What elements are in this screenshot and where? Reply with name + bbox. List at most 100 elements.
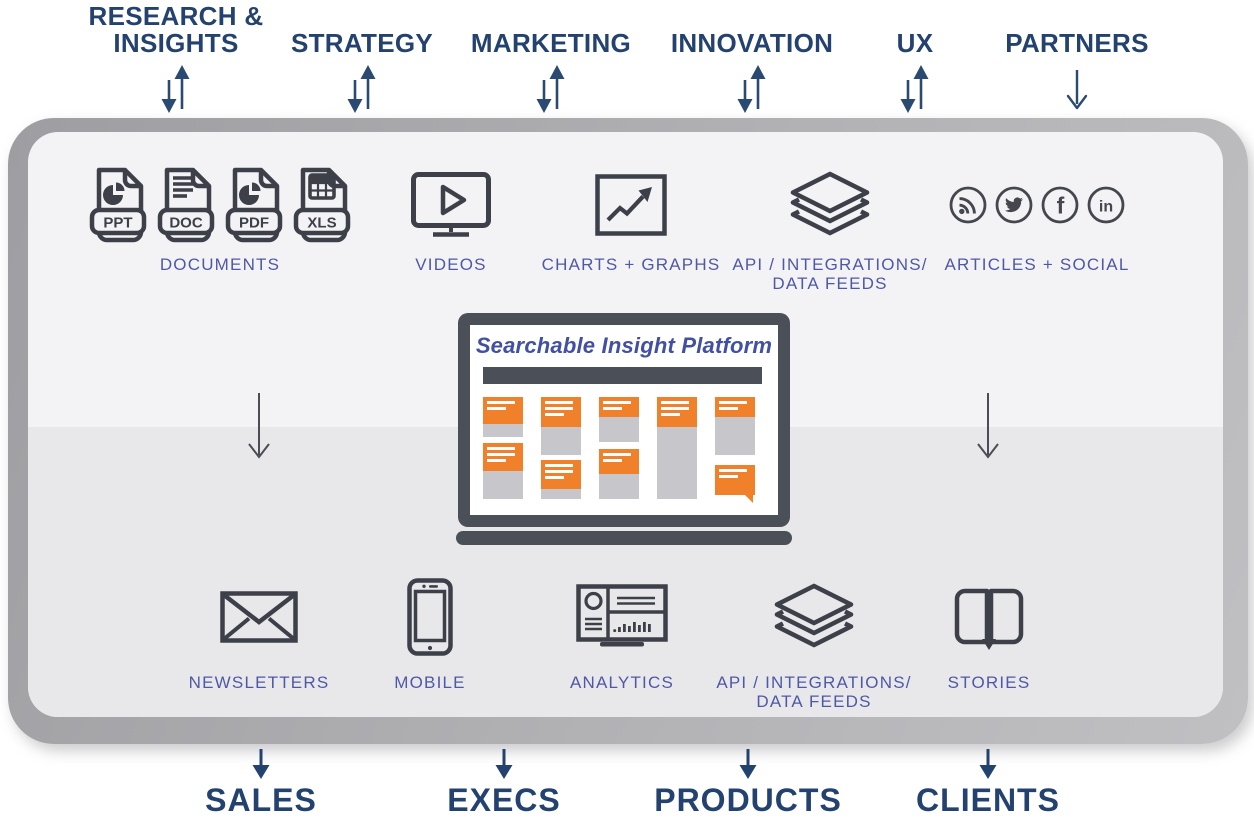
api-label-line: DATA FEEDS xyxy=(756,692,872,711)
down-arrow-icon xyxy=(979,749,997,779)
charts-label: CHARTS + GRAPHS xyxy=(541,255,721,274)
insight-cards xyxy=(483,397,778,503)
down-arrow-icon xyxy=(495,749,513,779)
api-top-label: API / INTEGRATIONS/ DATA FEEDS xyxy=(732,255,927,293)
down-arrow-icon xyxy=(1066,70,1088,110)
insight-card-orange xyxy=(483,397,523,432)
audience-execs: EXECS xyxy=(394,748,614,818)
api-bottom-label: API / INTEGRATIONS/ DATA FEEDS xyxy=(716,673,911,711)
platform-screen: Searchable Insight Platform xyxy=(470,325,778,515)
card-column xyxy=(599,397,639,499)
down-flow-arrow-left-icon xyxy=(248,393,270,459)
insight-card-orange xyxy=(599,397,639,417)
linkedin-glyph: in xyxy=(1099,199,1113,216)
video-player-icon xyxy=(411,172,491,237)
insight-card-gray xyxy=(541,427,581,455)
api-label-line: API / INTEGRATIONS/ xyxy=(732,255,928,274)
insight-card-gray xyxy=(483,471,523,499)
twitter-icon xyxy=(995,186,1033,224)
channel-label-line: MARKETING xyxy=(470,28,632,58)
channel-label-line: UX xyxy=(896,28,934,58)
channel-label: RESEARCH & INSIGHTS xyxy=(66,1,286,57)
insight-card-orange xyxy=(715,465,755,503)
api-label-line: DATA FEEDS xyxy=(772,274,888,293)
layers-icon xyxy=(790,171,870,236)
bidirectional-arrow-icon xyxy=(161,65,190,113)
bidirectional-arrow-icon xyxy=(347,65,376,113)
file-type-label: XLS xyxy=(307,215,336,232)
channel-label-line: RESEARCH & xyxy=(88,1,264,31)
file-type-label: DOC xyxy=(169,215,203,232)
doc-file-icon: DOC xyxy=(157,167,215,243)
rss-icon xyxy=(949,186,987,224)
xls-file-icon: XLS xyxy=(293,167,351,243)
insight-card-orange xyxy=(541,397,581,427)
down-arrow-icon xyxy=(739,749,757,779)
insight-card-gray xyxy=(599,474,639,499)
audience-label: CLIENTS xyxy=(916,782,1060,818)
audience-label: PRODUCTS xyxy=(654,782,842,818)
insight-card-orange xyxy=(483,443,523,479)
insight-card-orange xyxy=(599,449,639,482)
open-book-icon xyxy=(954,588,1024,650)
channel-label: MARKETING xyxy=(441,1,661,57)
source-api-integrations: API / INTEGRATIONS/ DATA FEEDS xyxy=(720,162,940,293)
platform-nav-bar xyxy=(483,367,762,384)
smartphone-icon xyxy=(407,578,453,656)
channel-marketing: MARKETING xyxy=(441,1,661,115)
bidirectional-arrow-icon xyxy=(900,65,929,113)
down-arrow-icon xyxy=(252,749,270,779)
articles-social-label: ARTICLES + SOCIAL xyxy=(944,255,1130,274)
source-documents: PPT DOC PDF xyxy=(85,162,355,274)
laptop-mockup: Searchable Insight Platform xyxy=(458,313,790,527)
down-flow-arrow-right-icon xyxy=(977,393,999,459)
newsletters-label: NEWSLETTERS xyxy=(188,673,330,692)
analytics-label: ANALYTICS xyxy=(569,673,674,692)
audience-label: SALES xyxy=(205,782,317,818)
insight-card-orange xyxy=(715,397,755,425)
card-column xyxy=(657,397,697,499)
channel-partners: PARTNERS xyxy=(967,1,1187,113)
output-newsletters: NEWSLETTERS xyxy=(149,568,369,692)
insight-card-orange xyxy=(541,460,581,497)
card-column xyxy=(715,397,755,503)
card-column xyxy=(483,397,523,499)
output-mobile: MOBILE xyxy=(350,568,510,692)
channel-innovation: INNOVATION xyxy=(642,1,862,115)
channel-research-insights: RESEARCH & INSIGHTS xyxy=(66,1,286,115)
channel-label-line: STRATEGY xyxy=(290,28,434,58)
line-chart-icon xyxy=(595,174,667,236)
envelope-icon xyxy=(220,591,298,643)
documents-label: DOCUMENTS xyxy=(159,255,281,274)
source-articles-social: f in ARTICLES + SOCIAL xyxy=(927,162,1147,274)
insight-card-gray xyxy=(599,417,639,442)
videos-label: VIDEOS xyxy=(415,255,487,274)
channel-label: STRATEGY xyxy=(252,1,472,57)
file-type-label: PPT xyxy=(103,215,132,232)
audience-label: EXECS xyxy=(447,782,561,818)
ppt-file-icon: PPT xyxy=(89,167,147,243)
bidirectional-arrow-icon xyxy=(536,65,565,113)
insight-card-gray xyxy=(657,427,697,499)
output-stories: STORIES xyxy=(879,568,1099,692)
channel-label-line: INSIGHTS xyxy=(113,28,239,58)
audience-clients: CLIENTS xyxy=(878,748,1098,818)
mobile-label: MOBILE xyxy=(394,673,466,692)
channel-label: UX xyxy=(805,1,1025,57)
channel-label: PARTNERS xyxy=(967,1,1187,57)
linkedin-icon: in xyxy=(1087,186,1125,224)
source-charts: CHARTS + GRAPHS xyxy=(521,162,741,274)
documents-icons: PPT DOC PDF xyxy=(89,162,351,248)
analytics-dashboard-icon xyxy=(576,584,668,647)
output-api-integrations: API / INTEGRATIONS/ DATA FEEDS xyxy=(704,568,924,711)
audience-sales: SALES xyxy=(151,748,371,818)
facebook-icon: f xyxy=(1041,186,1079,224)
output-analytics: ANALYTICS xyxy=(512,568,732,692)
platform-title: Searchable Insight Platform xyxy=(475,333,773,358)
audience-products: PRODUCTS xyxy=(638,748,858,818)
bidirectional-arrow-icon xyxy=(737,65,766,113)
channel-label: INNOVATION xyxy=(642,1,862,57)
channel-ux: UX xyxy=(805,1,1025,115)
card-column xyxy=(541,397,581,499)
laptop-base xyxy=(456,531,792,545)
